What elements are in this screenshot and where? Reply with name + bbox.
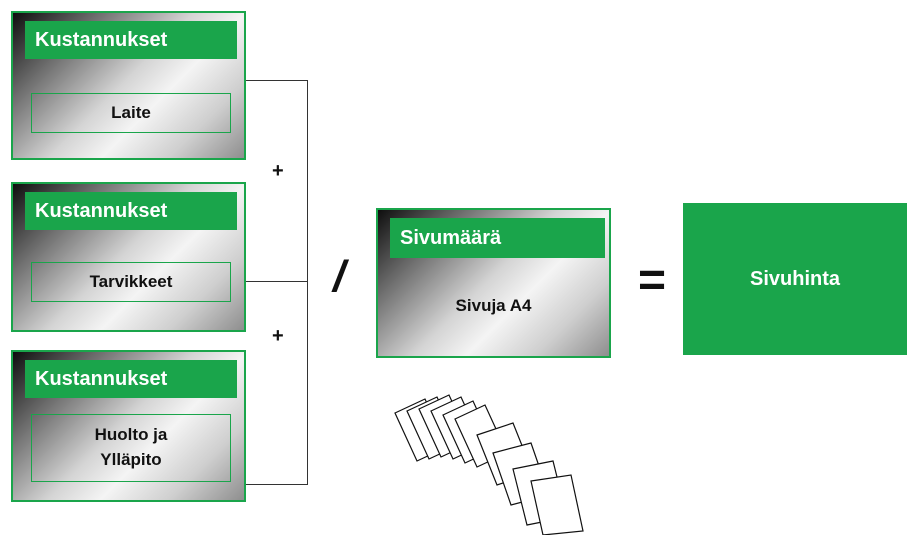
connector-vertical	[307, 80, 308, 485]
cost-box-maintenance: Kustannukset Huolto ja Ylläpito	[11, 350, 246, 502]
result-box: Sivuhinta	[683, 203, 907, 355]
cost-header: Kustannukset	[25, 360, 237, 398]
paper-stack-icon	[394, 394, 584, 535]
pages-item: Sivuja A4	[455, 296, 532, 315]
cost-header: Kustannukset	[25, 21, 237, 59]
plus-sign-2: +	[272, 325, 284, 347]
pages-header: Sivumäärä	[390, 218, 605, 258]
cost-item-supplies: Tarvikkeet	[31, 262, 231, 302]
plus-sign-1: +	[272, 160, 284, 182]
connector-middle-horizontal	[246, 281, 308, 282]
cost-item-maintenance-line1: Huolto ja	[94, 425, 168, 445]
cost-box-supplies: Kustannukset Tarvikkeet	[11, 182, 246, 332]
connector-top-horizontal	[246, 80, 308, 81]
connector-bottom-horizontal	[246, 484, 308, 485]
divide-sign: /	[333, 252, 346, 301]
cost-header: Kustannukset	[25, 192, 237, 230]
result-label: Sivuhinta	[749, 267, 840, 290]
cost-box-device: Kustannukset Laite	[11, 11, 246, 160]
cost-item-maintenance: Huolto ja Ylläpito	[31, 414, 231, 482]
cost-item-maintenance-line2: Ylläpito	[100, 450, 162, 469]
cost-item-device: Laite	[31, 93, 231, 133]
equals-sign: =	[638, 254, 667, 307]
pages-box: Sivumäärä Sivuja A4	[376, 208, 611, 358]
